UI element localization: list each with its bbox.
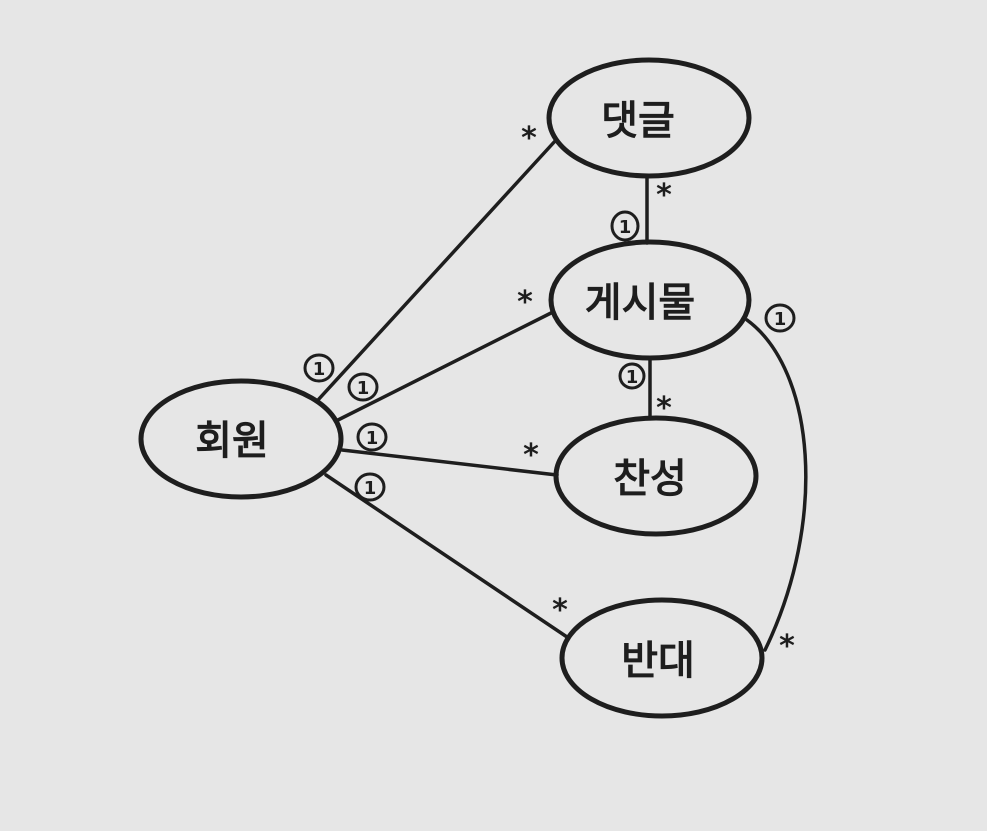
multiplicity-one: 1 — [313, 359, 326, 380]
multiplicity-many: * — [552, 593, 568, 628]
one-marker-circle — [764, 303, 796, 333]
edge-member-downvote — [324, 473, 569, 639]
one-marker-circle — [354, 472, 386, 502]
multiplicity-many: * — [656, 391, 672, 426]
edge-member-post — [336, 311, 553, 422]
multiplicity-many: * — [656, 178, 672, 213]
entity-downvote-shape — [559, 597, 765, 719]
multiplicity-one: 1 — [626, 367, 639, 388]
multiplicity-many: * — [521, 121, 537, 156]
entity-upvote-label: 찬성 — [613, 456, 687, 502]
multiplicity-one: 1 — [366, 428, 379, 449]
one-marker-circle — [618, 362, 646, 390]
entity-post-label: 게시물 — [585, 280, 695, 326]
multiplicity-one: 1 — [357, 378, 370, 399]
entity-downvote-label: 반대 — [621, 638, 695, 684]
multiplicity-many: * — [523, 438, 539, 473]
one-marker-circle — [347, 372, 379, 402]
entity-member-label: 회원 — [195, 418, 269, 464]
one-marker-circle — [356, 422, 388, 452]
edge-member-comment — [316, 138, 558, 402]
entity-comment-label: 댓글 — [601, 98, 675, 144]
multiplicity-one: 1 — [774, 309, 787, 330]
entity-member-shape — [138, 378, 344, 500]
multiplicity-many: * — [779, 629, 795, 664]
entity-post-shape — [548, 239, 752, 361]
edge-post-downvote — [745, 318, 808, 652]
multiplicity-one: 1 — [364, 478, 377, 499]
one-marker-circle — [610, 210, 640, 242]
multiplicity-one: 1 — [619, 217, 632, 238]
entity-comment-shape — [546, 57, 752, 179]
multiplicity-many: * — [517, 285, 533, 320]
entity-upvote-shape — [553, 415, 759, 537]
one-marker-circle — [303, 353, 335, 383]
edge-member-upvote — [340, 448, 559, 477]
